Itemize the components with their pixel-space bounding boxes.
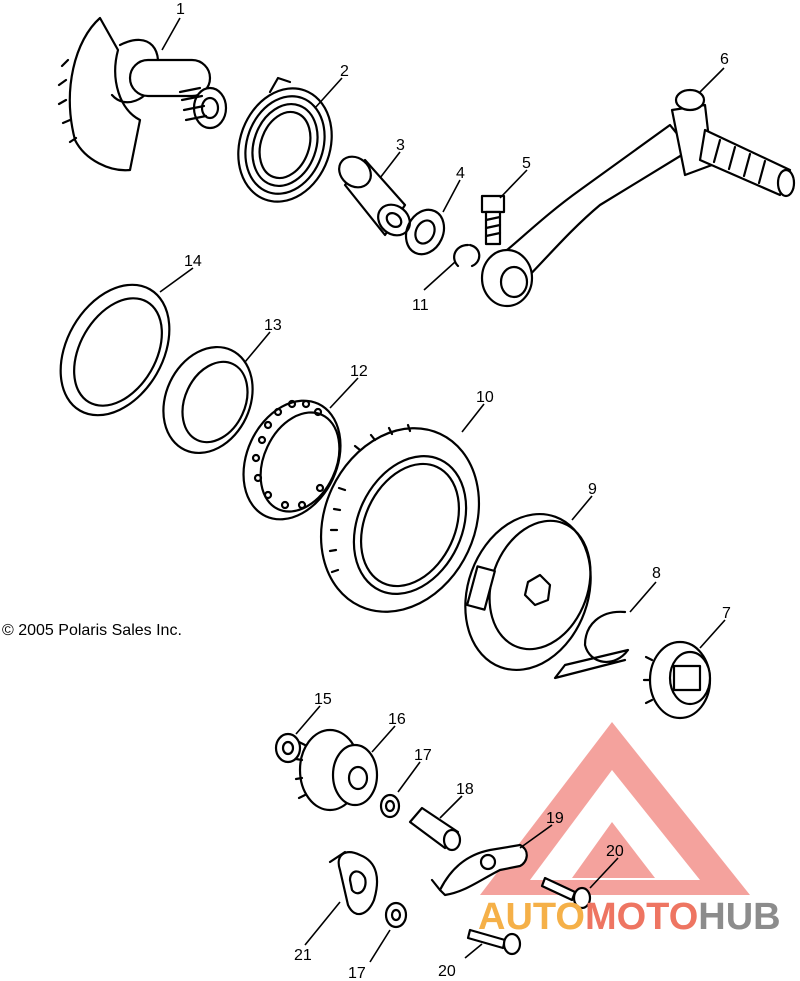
part-3-sleeve (338, 155, 411, 237)
callout-12: 12 (350, 363, 368, 380)
part-17-washer-upper (379, 793, 401, 819)
callout-7: 7 (722, 605, 731, 622)
part-1-kick-shaft (57, 16, 228, 172)
callout-4: 4 (456, 165, 465, 182)
callout-13: 13 (264, 317, 282, 334)
part-19-lever (430, 843, 528, 897)
callout-2: 2 (340, 63, 349, 80)
part-6-kick-lever (480, 88, 796, 308)
callout-9: 9 (588, 481, 597, 498)
callout-14: 14 (184, 253, 202, 270)
callout-15: 15 (314, 691, 332, 708)
callout-11: 11 (412, 297, 429, 314)
part-10-ring-gear (319, 423, 481, 613)
copyright-notice: © 2005 Polaris Sales Inc. (2, 622, 182, 639)
callout-21: 21 (294, 947, 312, 964)
watermark-logo (480, 722, 750, 895)
callout-18: 18 (456, 781, 474, 798)
part-7-drive-gear (642, 640, 712, 720)
callout-1: 1 (176, 1, 185, 18)
part-20-bolt-lower (466, 928, 522, 956)
callout-8: 8 (652, 565, 661, 582)
part-18-pin (408, 806, 462, 852)
part-4-washer (404, 208, 446, 256)
part-11-circlip (453, 243, 481, 268)
callout-19: 19 (546, 810, 564, 827)
part-14-thrust-washer (59, 283, 171, 417)
callout-3: 3 (396, 137, 405, 154)
watermark-auto: AUTO (478, 896, 585, 938)
leader-lines (159, 17, 726, 963)
callout-20-lower: 20 (438, 963, 456, 980)
watermark-moto: MOTO (584, 896, 699, 938)
part-16-idler-gear (294, 728, 379, 812)
part-13-collar (162, 345, 254, 455)
part-20-bolt-upper (540, 876, 592, 910)
part-15-washer (274, 732, 302, 764)
callout-labels: 1 2 3 4 5 6 7 8 9 10 11 12 13 14 15 16 1… (176, 1, 731, 981)
part-12-needle-bearing (242, 399, 342, 521)
part-17-washer-lower (384, 901, 408, 929)
callout-16: 16 (388, 711, 406, 728)
watermark-text: AUTOMOTOHUB (478, 898, 781, 936)
callout-6: 6 (720, 51, 729, 68)
part-8-clip (553, 610, 630, 680)
callout-5: 5 (522, 155, 531, 172)
part-5-bolt (480, 194, 506, 246)
callout-17-lower: 17 (348, 965, 366, 981)
part-2-spring (237, 76, 333, 203)
callout-17-upper: 17 (414, 747, 432, 764)
part-21-plate (328, 850, 379, 916)
part-9-ratchet (464, 512, 592, 672)
watermark-hub: HUB (698, 896, 781, 938)
callout-20-upper: 20 (606, 843, 624, 860)
callout-10: 10 (476, 389, 494, 406)
